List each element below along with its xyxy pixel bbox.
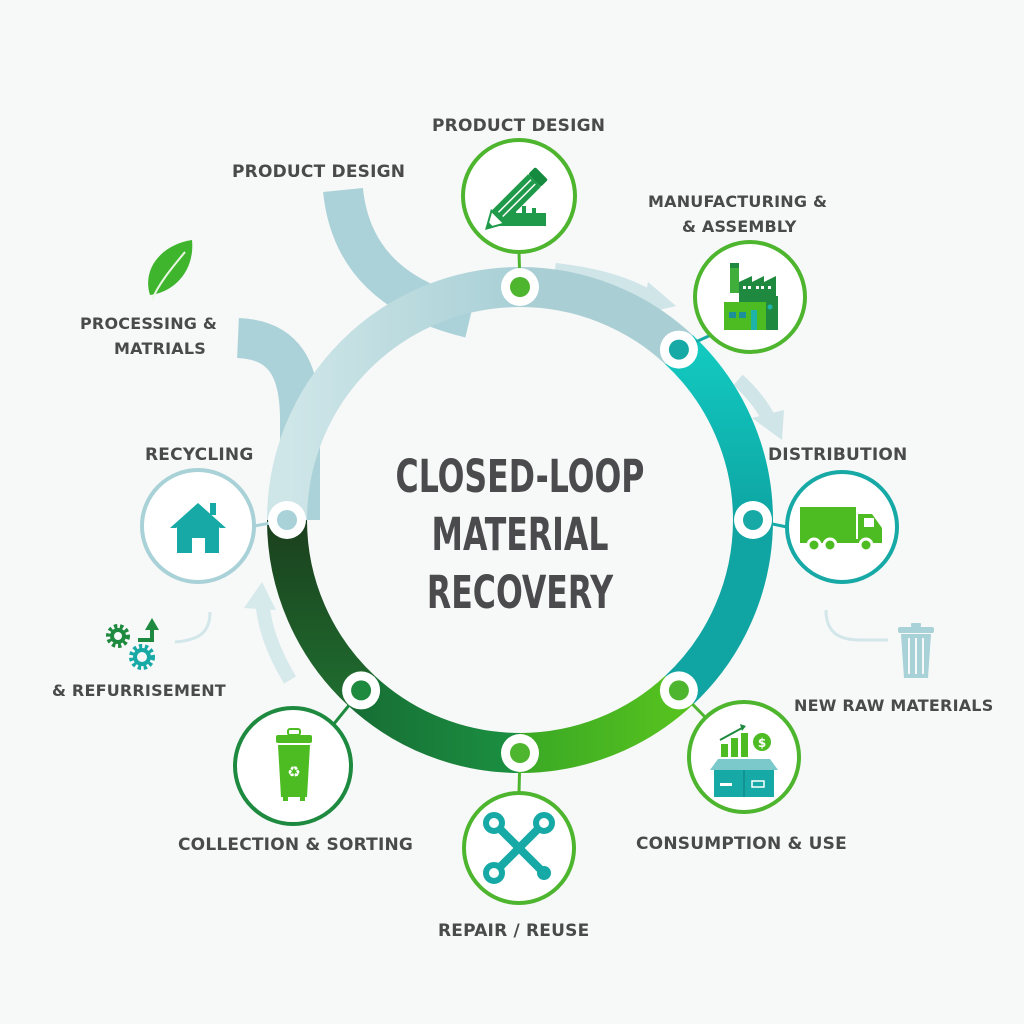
node-dot-distribution xyxy=(743,510,763,530)
title-line-1: CLOSED-LOOP xyxy=(395,450,645,503)
ring-segment-consumption-repair xyxy=(519,675,693,773)
process-ring xyxy=(267,267,773,773)
ring-segment-design-manufacturing xyxy=(519,267,693,365)
ring-segment-distribution-consumption xyxy=(665,519,773,706)
label-refurbishment: & REFURRISEMENT xyxy=(52,681,226,700)
ring-segment-repair-collection xyxy=(347,675,521,773)
label-consumption: CONSUMPTION & USE xyxy=(636,834,847,854)
node-dot-recycling xyxy=(277,510,297,530)
label-repair: REPAIR / REUSE xyxy=(438,921,590,941)
node-dot-repair xyxy=(510,743,530,763)
node-dot-collection xyxy=(351,680,372,701)
label-processing-1: PROCESSING & xyxy=(80,314,218,333)
label-product-design-left: PRODUCT DESIGN xyxy=(232,162,406,182)
flow-connector-new-raw xyxy=(824,609,888,642)
ring-segment-manufacturing-distribution xyxy=(665,334,773,521)
label-processing-2: MATRIALS xyxy=(114,339,206,358)
label-new-raw-materials: NEW RAW MATERIALS xyxy=(794,696,994,715)
flow-arrowhead-recycling xyxy=(244,582,276,610)
node-dot-manufacturing xyxy=(668,339,689,360)
label-collection: COLLECTION & SORTING xyxy=(178,835,414,855)
label-manufacturing-2: & ASSEMBLY xyxy=(682,217,797,236)
label-manufacturing-1: MANUFACTURING & xyxy=(648,192,828,211)
node-dot-product-design xyxy=(510,277,530,297)
diagram-title: CLOSED-LOOP MATERIAL RECOVERY xyxy=(364,448,676,622)
label-product-design: PRODUCT DESIGN xyxy=(432,116,606,136)
flow-connector-refurb xyxy=(174,611,212,644)
label-recycling: RECYCLING xyxy=(145,445,254,465)
ring-segment-recycling-design xyxy=(267,267,521,521)
label-distribution: DISTRIBUTION xyxy=(768,445,908,465)
ring-segment-collection-recycling xyxy=(267,519,375,706)
node-dot-consumption xyxy=(668,680,689,701)
flow-arrowhead-distribution xyxy=(752,410,784,440)
title-line-2: MATERIAL xyxy=(431,508,609,561)
title-line-3: RECOVERY xyxy=(426,566,614,619)
